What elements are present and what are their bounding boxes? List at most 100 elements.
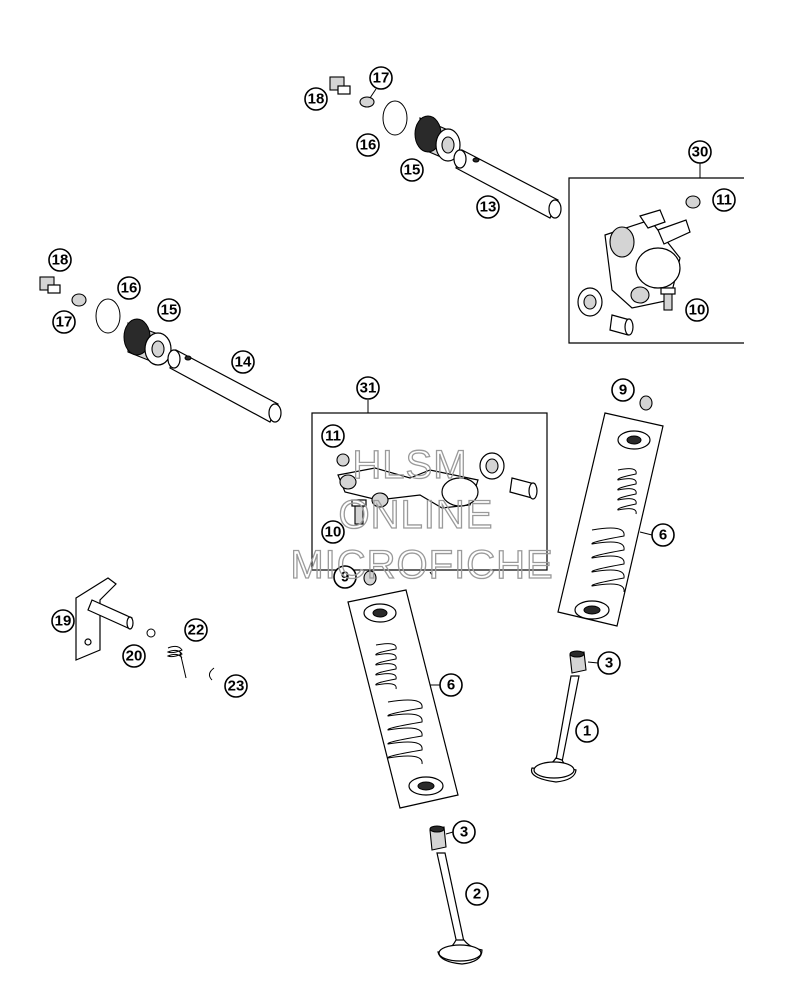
svg-text:23: 23 [228, 678, 245, 695]
callout-6a: 6 [651, 523, 675, 547]
spring-seat-part-b [408, 776, 444, 796]
left-rocker-shaft-group [39, 276, 282, 423]
callout-14: 14 [231, 350, 255, 374]
callout-2: 2 [465, 882, 489, 906]
circlip-part-23 [208, 667, 215, 681]
valve-spring-set-6a [557, 395, 664, 627]
svg-text:17: 17 [373, 70, 390, 87]
callout-1: 1 [575, 719, 599, 743]
washer-part-17a [359, 96, 375, 108]
svg-text:6: 6 [659, 527, 667, 544]
pin-part-b [509, 477, 538, 500]
pin-part [609, 314, 634, 336]
callout-23: 23 [224, 674, 248, 698]
rocker-arm-assembly-30 [568, 163, 744, 344]
callout-17a: 17 [369, 66, 393, 90]
callout-18a: 18 [304, 87, 328, 111]
svg-text:30: 30 [692, 144, 709, 161]
callout-3a: 3 [597, 651, 621, 675]
decomp-lever-part-19 [75, 577, 134, 661]
o-ring-part-16b [95, 298, 121, 334]
inner-spring-part [617, 468, 637, 515]
callout-15a: 15 [400, 158, 424, 182]
svg-text:3: 3 [460, 824, 468, 841]
screw-part-18a [329, 76, 351, 95]
callout-11a: 11 [712, 188, 736, 212]
svg-text:9: 9 [341, 569, 349, 586]
collet-part-9b [363, 570, 377, 586]
spring-seat-part [574, 600, 610, 620]
svg-text:22: 22 [188, 622, 205, 639]
callout-31: 31 [356, 376, 380, 400]
callout-17b: 17 [52, 310, 76, 334]
retainer-part [617, 430, 651, 450]
spring-part-22 [166, 645, 187, 679]
svg-text:15: 15 [404, 162, 421, 179]
callout-20: 20 [122, 644, 146, 668]
watermark-line-3: MICROFICHE [290, 543, 553, 587]
callout-3b: 3 [452, 820, 476, 844]
watermark: HLSM ONLINE MICROFICHE [290, 442, 554, 587]
shaft-part-14 [167, 349, 282, 423]
callout-9b: 9 [333, 565, 357, 589]
callout-10b: 10 [321, 520, 345, 544]
svg-text:13: 13 [480, 199, 497, 216]
svg-text:20: 20 [126, 648, 143, 665]
collet-part-9a [639, 395, 653, 411]
callout-9a: 9 [611, 378, 635, 402]
svg-text:6: 6 [447, 677, 455, 694]
svg-text:11: 11 [325, 428, 341, 445]
outer-spring-part [591, 527, 625, 593]
rocker-arm-assembly-31 [311, 400, 548, 571]
callout-22: 22 [184, 618, 208, 642]
leader-lines [369, 88, 653, 835]
bushing-part-15b [123, 318, 172, 366]
callout-19: 19 [51, 609, 75, 633]
intake-valve-part-2 [436, 852, 483, 965]
nut-part-11a [685, 195, 701, 209]
svg-text:19: 19 [55, 613, 72, 630]
svg-text:18: 18 [52, 252, 69, 269]
o-ring-part-16a [382, 100, 408, 136]
svg-text:10: 10 [689, 302, 706, 319]
svg-text:16: 16 [360, 137, 377, 154]
exhaust-valve-part-1 [530, 675, 580, 783]
adjust-screw-part-10a [660, 287, 676, 311]
callout-10a: 10 [685, 298, 709, 322]
callout-16b: 16 [117, 276, 141, 300]
watermark-line-1: HLSM [352, 443, 467, 487]
callout-15b: 15 [157, 298, 181, 322]
svg-text:16: 16 [121, 280, 138, 297]
callout-30: 30 [688, 140, 712, 164]
nut-part-11b [336, 453, 350, 467]
washer-part-20 [146, 628, 156, 638]
svg-text:11: 11 [716, 192, 732, 209]
svg-text:14: 14 [235, 354, 252, 371]
callout-18b: 18 [48, 248, 72, 272]
inner-spring-part-b [375, 643, 397, 690]
rocker-arm-part-30 [604, 209, 691, 309]
callout-16a: 16 [356, 133, 380, 157]
callout-6b: 6 [439, 673, 463, 697]
svg-text:3: 3 [605, 655, 613, 672]
upper-rocker-shaft-group [329, 76, 562, 219]
washer-part-17b [71, 293, 87, 307]
shaft-part-13 [453, 149, 562, 219]
screw-part-18b [39, 276, 61, 294]
valve-stem-seal-part-3a [569, 650, 587, 674]
callout-13: 13 [476, 195, 500, 219]
svg-text:31: 31 [360, 380, 377, 397]
valve-spring-set-6b [347, 570, 459, 809]
adjust-screw-part-10b [351, 499, 367, 525]
rocker-arm-part-31 [337, 467, 479, 509]
bushing-part-15a [414, 115, 461, 162]
retainer-part-b [363, 603, 397, 623]
svg-text:17: 17 [56, 314, 73, 331]
svg-text:15: 15 [161, 302, 178, 319]
svg-text:2: 2 [473, 886, 481, 903]
svg-text:10: 10 [325, 524, 342, 541]
watermark-line-2: ONLINE [339, 493, 494, 537]
svg-text:9: 9 [619, 382, 627, 399]
svg-text:18: 18 [308, 91, 325, 108]
